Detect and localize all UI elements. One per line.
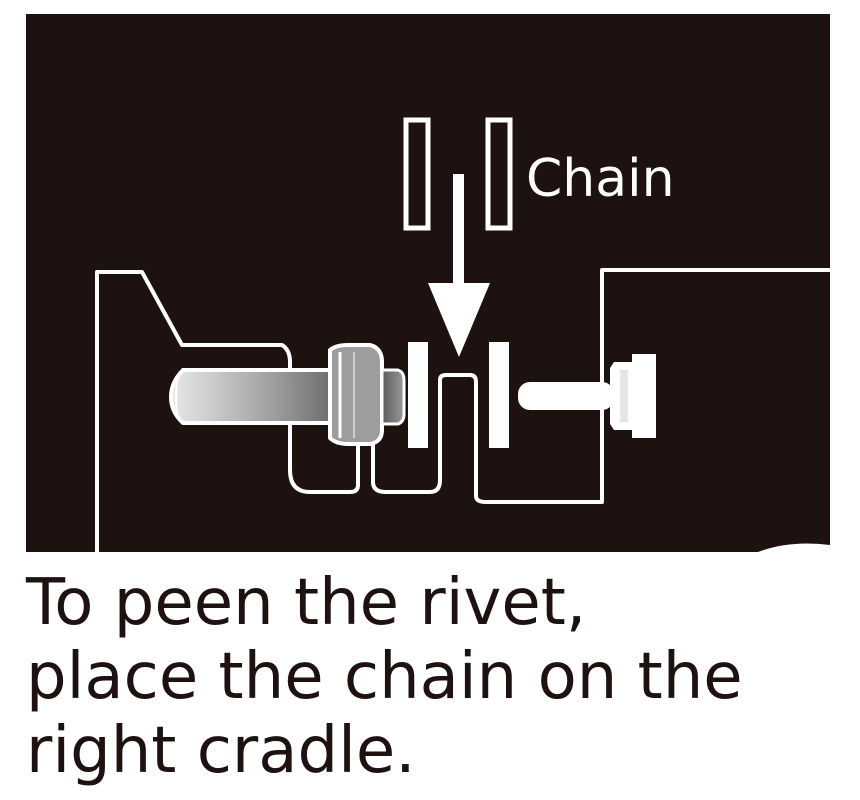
- chain-plate-left: [403, 117, 431, 231]
- chain-rivet-tool-diagram: Chain: [26, 14, 830, 552]
- caption-line-1: To peen the rivet,: [26, 566, 587, 640]
- chain-label: Chain: [526, 149, 675, 209]
- caption-text: To peen the rivet, place the chain on th…: [26, 566, 846, 788]
- arrow-down-icon: [428, 283, 490, 357]
- caption-line-2: place the chain on the: [26, 640, 743, 714]
- caption-line-3: right cradle.: [26, 714, 416, 788]
- tool-body-outline: [95, 268, 830, 552]
- cradle-plate-right: [489, 342, 509, 448]
- cradle-plate-left: [408, 342, 428, 448]
- arrow-shaft: [453, 174, 464, 286]
- corner-detail: [758, 543, 830, 552]
- push-pin: [518, 354, 656, 438]
- chain-plate-right: [485, 117, 513, 231]
- rivet-pin: [168, 368, 334, 425]
- rivet-collar: [328, 343, 406, 446]
